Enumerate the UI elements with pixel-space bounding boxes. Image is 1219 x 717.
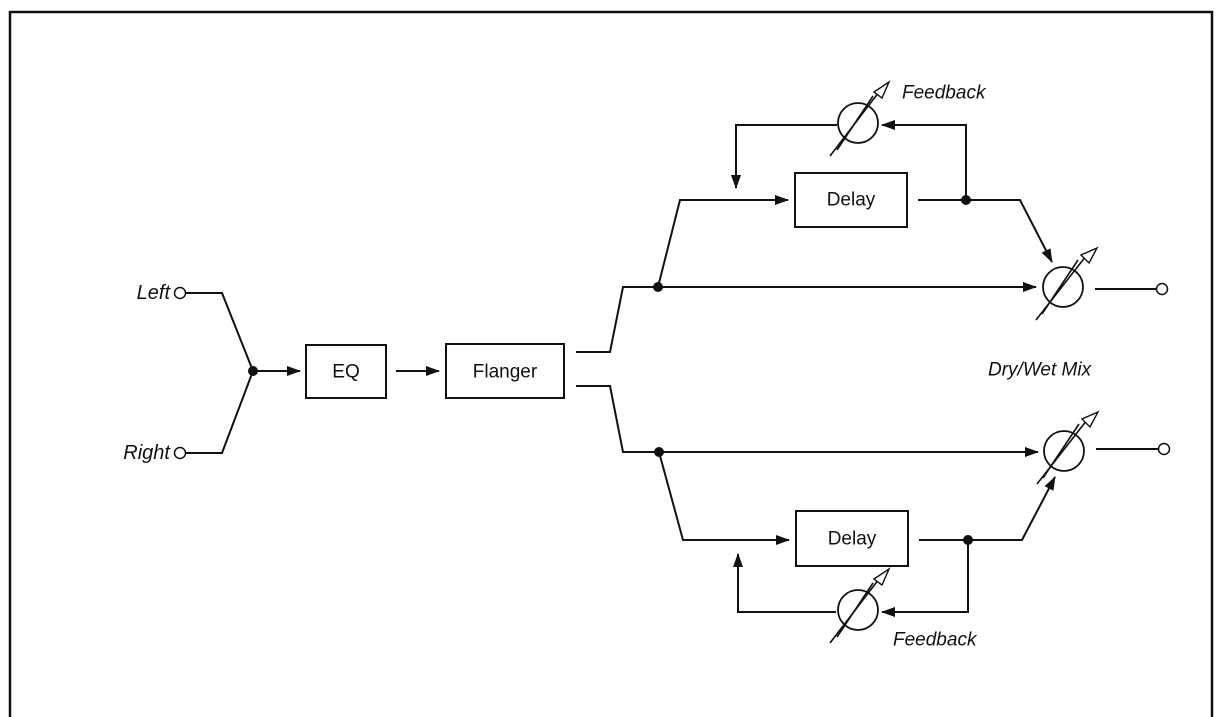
- eq-label: EQ: [332, 362, 359, 383]
- flanger-block: Flanger: [445, 343, 565, 399]
- lower-output-terminal: [1157, 442, 1171, 456]
- lower-feedback-return: [881, 540, 969, 617]
- lower-wet-path: [919, 476, 1056, 541]
- upper-delay-block: Delay: [794, 172, 908, 228]
- left-input-terminal: [173, 286, 187, 300]
- eq-block: EQ: [305, 344, 387, 399]
- upper-to-delay-arrow: [657, 195, 789, 288]
- upper-output-terminal: [1155, 282, 1169, 296]
- right-wire: [186, 370, 254, 454]
- upper-feedback-label: Feedback: [902, 83, 987, 104]
- flanger-label: Flanger: [473, 362, 538, 383]
- upper-mix-gain-icon: [1035, 246, 1099, 321]
- upper-feedback-return: [881, 120, 967, 200]
- left-wire: [186, 292, 254, 372]
- right-input-terminal: [173, 446, 187, 460]
- lower-feedback-gain-icon: [829, 567, 891, 644]
- lower-feedback-label: Feedback: [893, 630, 978, 651]
- lower-mix-gain-icon: [1036, 410, 1100, 485]
- upper-wet-path: [918, 199, 1053, 263]
- upper-delay-label: Delay: [827, 190, 876, 211]
- right-input: Right: [123, 442, 187, 464]
- upper-feedback-gain-icon: [829, 80, 891, 157]
- left-input-label: Left: [137, 282, 172, 304]
- flanger-lower-wire: [576, 385, 659, 453]
- lower-feedback-inject: [733, 553, 836, 613]
- flanger-upper-wire: [576, 286, 658, 353]
- lower-delay-label: Delay: [828, 529, 877, 550]
- right-input-label: Right: [123, 442, 171, 464]
- upper-feedback-inject: [731, 124, 837, 189]
- lower-delay-block: Delay: [795, 510, 909, 567]
- diagram-frame: [8, 10, 1214, 717]
- dry-wet-mix-label: Dry/Wet Mix: [988, 360, 1093, 381]
- left-input: Left: [137, 282, 187, 304]
- lower-to-delay-arrow: [658, 451, 790, 545]
